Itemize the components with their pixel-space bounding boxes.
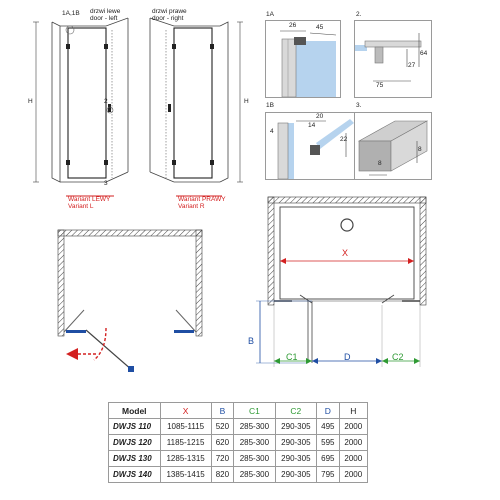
cell-c2: 290-305 [274, 434, 318, 451]
door-left-label-en: door - left [90, 15, 118, 22]
cell-c2: 290-305 [274, 418, 318, 435]
cell-model: DWJS 140 [108, 466, 161, 483]
detail-1b-tag: 1B [266, 102, 274, 109]
depth-b-label: B [248, 336, 255, 346]
cell-c1: 285-300 [233, 434, 276, 451]
cell-c1: 285-300 [233, 418, 276, 435]
dimension-plan [256, 196, 427, 367]
detail-2-dim-b: 27 [408, 62, 416, 69]
detail-3-dim-a: 8 [418, 146, 422, 153]
cell-d: 795 [316, 466, 340, 483]
col-header-d: D [316, 402, 340, 419]
front-elevation-drawing [33, 17, 243, 197]
cell-model: DWJS 130 [108, 450, 161, 467]
cell-h: 2000 [338, 466, 369, 483]
cell-h: 2000 [338, 418, 369, 435]
cell-c1: 285-300 [233, 450, 276, 467]
cell-c1: 285-300 [233, 466, 276, 483]
height-label-right: H [244, 98, 249, 105]
col-header-b: B [210, 402, 235, 419]
door-left-label-pl: drzwi lewe [90, 8, 121, 15]
cell-d: 595 [316, 434, 340, 451]
cell-b: 820 [210, 466, 235, 483]
width-x-label: X [342, 248, 349, 258]
d-label: D [344, 352, 351, 362]
detail-1b-dim-d: 22 [340, 136, 348, 143]
detail-box-1a [265, 20, 341, 98]
cell-x: 1385-1415 [159, 466, 212, 483]
detail-mark-3: 3 [104, 180, 108, 187]
detail-box-2 [354, 20, 432, 98]
cell-model: DWJS 110 [108, 418, 161, 435]
detail-3-tag: 3. [356, 102, 362, 109]
col-header-h: H [338, 402, 369, 419]
detail-1a-dim-b: 45 [316, 24, 324, 31]
spec-table: Model X B C1 C2 D H DWJS 110 1085-1115 5… [108, 402, 369, 483]
door-right-label-pl: drzwi prawe [152, 8, 187, 15]
cell-x: 1085-1115 [159, 418, 212, 435]
cell-b: 520 [210, 418, 235, 435]
cell-x: 1285-1315 [159, 450, 212, 467]
detail-box-1b [265, 112, 357, 180]
height-label-left: H [28, 98, 33, 105]
table-row: DWJS 130 1285-1315 720 285-300 290-305 6… [108, 450, 369, 467]
cell-x: 1185-1215 [159, 434, 212, 451]
detail-2-tag: 2. [356, 11, 362, 18]
variant-right-label-en: Variant R [178, 203, 205, 210]
detail-2-dim-c: 75 [376, 82, 384, 89]
col-header-x: X [159, 402, 212, 419]
c1-label: C1 [286, 352, 298, 362]
col-header-model: Model [108, 402, 161, 419]
cell-h: 2000 [338, 450, 369, 467]
detail-2-dim-a: 64 [420, 50, 428, 57]
cell-c2: 290-305 [274, 466, 318, 483]
cell-h: 2000 [338, 434, 369, 451]
cell-c2: 290-305 [274, 450, 318, 467]
col-header-c2: C2 [274, 402, 318, 419]
variant-left-label-en: Variant L [68, 203, 94, 210]
variant-left-label-pl: Wariant LEWY [68, 196, 111, 203]
cell-d: 695 [316, 450, 340, 467]
door-right-label-en: door - right [152, 15, 184, 22]
c2-label: C2 [392, 352, 404, 362]
table-row: DWJS 110 1085-1115 520 285-300 290-305 4… [108, 418, 369, 435]
table-row: DWJS 140 1385-1415 820 285-300 290-305 7… [108, 466, 369, 483]
detail-box-3 [354, 112, 432, 180]
table-row: DWJS 120 1185-1215 620 285-300 290-305 5… [108, 434, 369, 451]
detail-1b-dim-c: 4 [270, 128, 274, 135]
col-header-c1: C1 [233, 402, 276, 419]
detail-1b-dim-a: 20 [316, 113, 324, 120]
detail-1b-dim-b: 14 [308, 122, 316, 129]
door-opening-plan [57, 229, 203, 372]
detail-1a-tag: 1A [266, 11, 274, 18]
cell-b: 620 [210, 434, 235, 451]
detail-1a-dim-a: 26 [289, 22, 297, 29]
cell-d: 495 [316, 418, 340, 435]
cell-model: DWJS 120 [108, 434, 161, 451]
detail-tag-1a1b: 1A,1B [62, 10, 80, 17]
detail-3-dim-b: 8 [378, 160, 382, 167]
detail-mark-2: 2 [104, 98, 108, 105]
spec-table-header-row: Model X B C1 C2 D H [108, 402, 369, 419]
variant-right-label-pl: Wariant PRAWY [178, 196, 226, 203]
cell-b: 720 [210, 450, 235, 467]
